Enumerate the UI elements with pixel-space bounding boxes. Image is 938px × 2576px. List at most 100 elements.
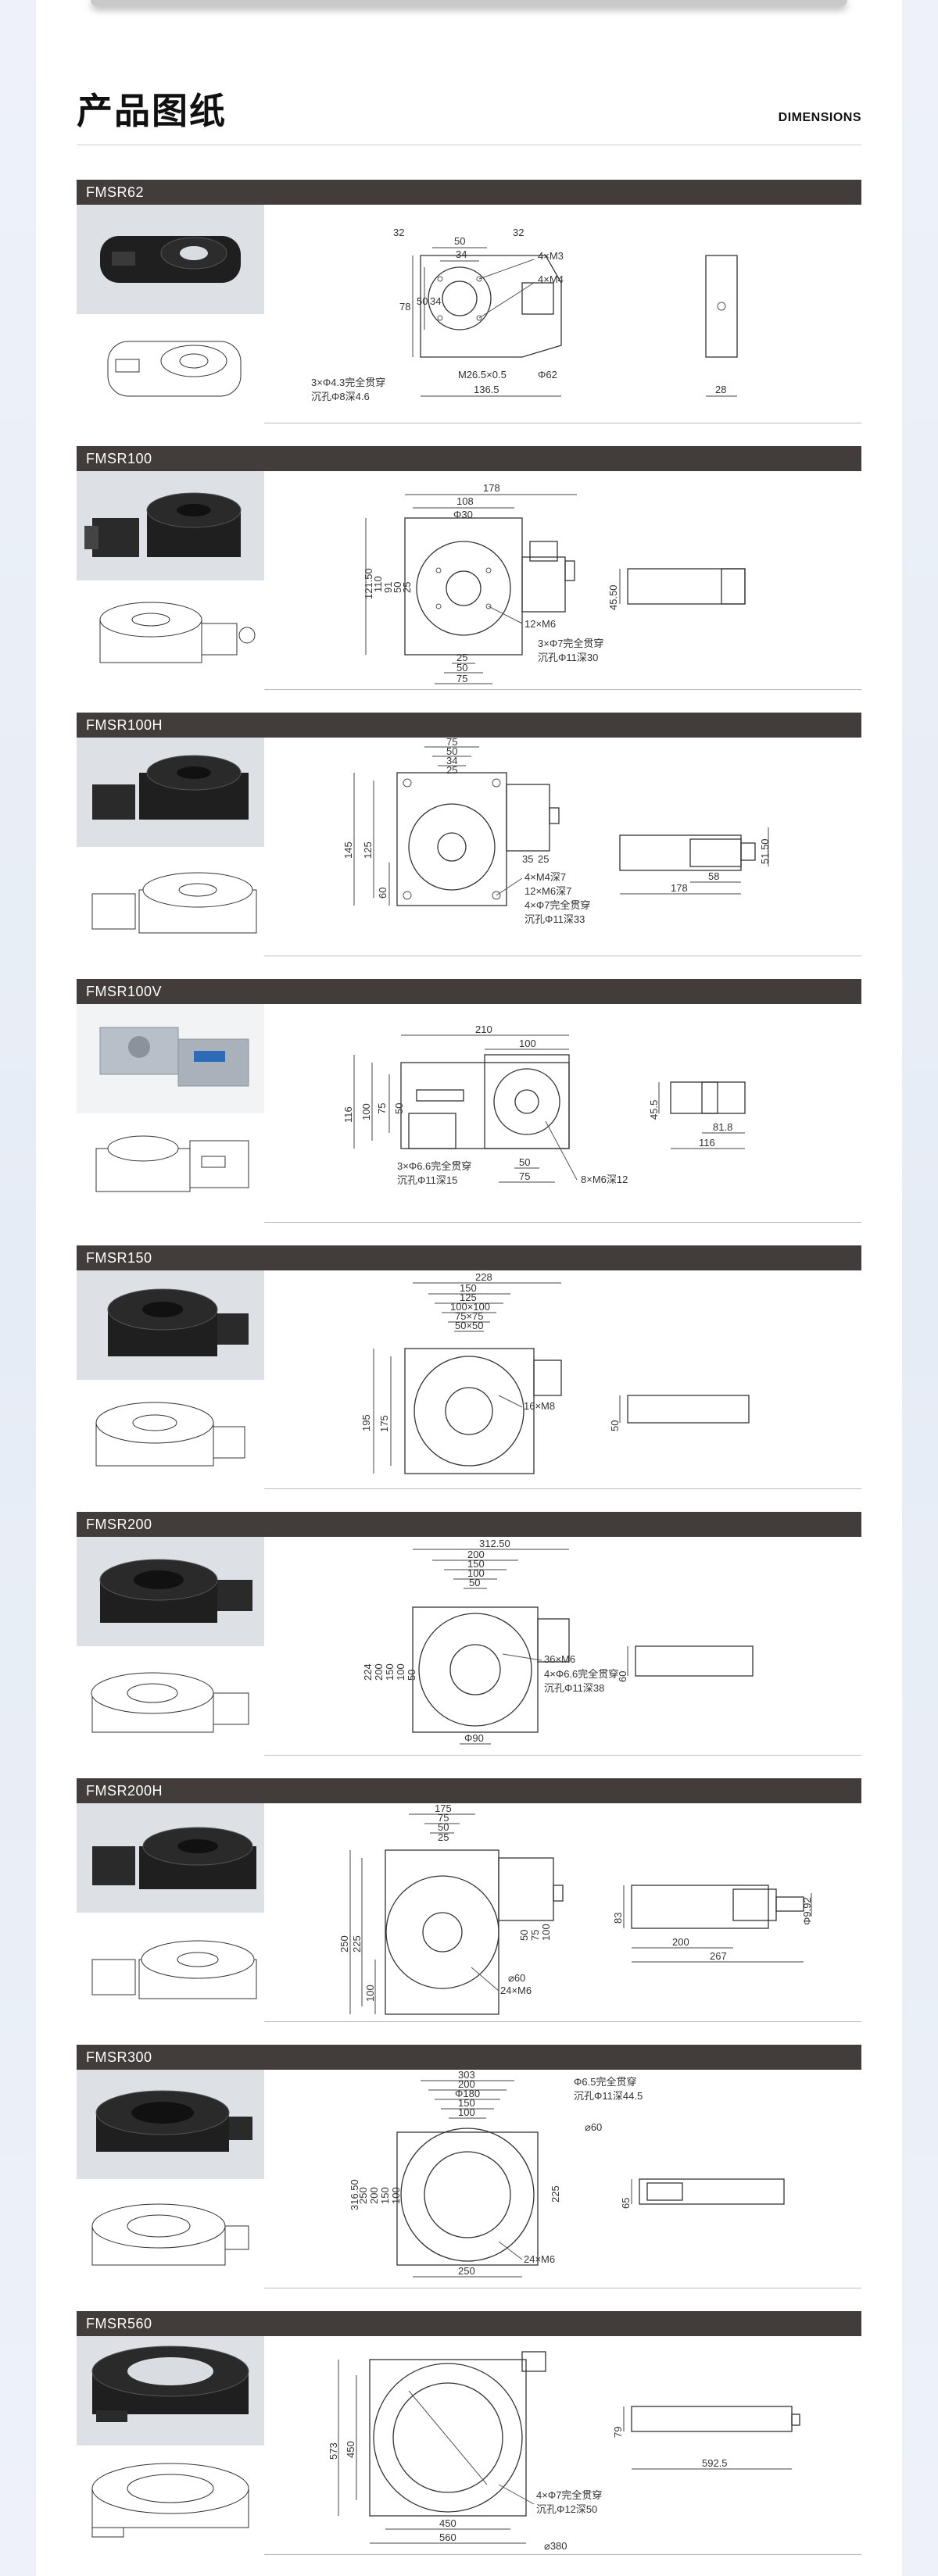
dimension-drawing: 50 34 32 32 78 50 34 4×M3 4×M4 M26.5×0.5… [264,205,861,423]
note-label: 3×Φ7完全贯穿 [538,638,603,649]
dim-label: 50×50 [455,1320,484,1331]
product-section-fmsr200: FMSR200 [77,1512,861,1756]
dim-label: 178 [671,882,688,894]
dim-label: 50 [469,1577,480,1588]
note-label: 沉孔Φ11深44.5 [574,2090,643,2102]
dim-label: 50 [393,1103,405,1114]
dimension-drawing: 228 150 125 100×100 75×75 50×50 195 175 [264,1270,861,1489]
dim-label: 125 [362,841,374,859]
dim-label: 50 [454,235,465,247]
dim-label: 560 [439,2531,456,2543]
dim-label: 25 [446,764,457,776]
dim-label: 34 [446,755,457,766]
dim-label: 312.50 [479,1538,510,1549]
dim-label: 75 [376,1103,388,1114]
dim-label: 225 [351,1935,363,1953]
dim-label: 25 [438,1831,449,1843]
section-title: FMSR100 [77,446,861,471]
dim-label: 303 [458,2070,475,2081]
dim-label: 25 [401,582,413,593]
dim-label: 45.50 [607,584,619,610]
dim-label: ⌀380 [544,2540,567,2552]
product-photo-render [77,1803,264,1913]
dim-label: 150 [467,1558,485,1570]
product-photos [77,738,264,956]
dim-label: 28 [715,384,726,395]
product-photos [77,1004,264,1223]
dim-label: 34 [430,295,441,307]
dim-label: 81.8 [713,1121,732,1133]
product-photos [77,2070,264,2288]
product-section-fmsr200h: FMSR200H [77,1778,861,2022]
dim-label: 58 [708,870,719,882]
dim-label: 150 [384,1663,396,1681]
dim-label: 50 [518,1930,530,1941]
dim-label: 25 [538,853,549,865]
dim-label: 75 [519,1170,530,1182]
dim-label: 125 [460,1292,477,1303]
dim-label: 200 [368,2187,380,2204]
dim-label: 200 [373,1663,385,1681]
dim-label: 178 [483,482,500,494]
dim-label: 108 [456,495,474,507]
section-title: FMSR100H [77,713,861,738]
dim-label: 110 [372,576,384,592]
dim-label: 75×75 [455,1310,484,1322]
dim-label: 32 [393,227,404,238]
dim-label: 83 [612,1913,624,1924]
section-body: 178 108 Φ30 121.50 110 91 50 25 12×M6 25… [77,471,861,690]
page-subtitle: DIMENSIONS [778,111,861,124]
dim-label: 50 [446,745,457,757]
dim-label: 50 [438,1821,449,1833]
dim-label: 4×M4深7 [524,871,566,883]
dim-label: 91 [382,582,394,593]
product-section-fmsr560: FMSR560 [77,2311,861,2555]
product-photo-lineart [77,1380,264,1489]
dim-label: 25 [456,652,467,663]
dimension-drawing: 312.50 200 150 100 50 224 200 150 100 50… [264,1537,861,1756]
dim-label: 100 [390,2187,402,2204]
dim-label: 450 [439,2517,456,2529]
product-photos [77,2336,264,2555]
dim-label: 65 [620,2198,632,2209]
dimension-drawing: 573 450 450 560 4×Φ7完全贯穿 沉孔Φ12深50 ⌀380 7… [264,2336,861,2555]
product-photo-render [77,1004,264,1113]
dim-label: 195 [360,1414,372,1431]
dim-label: 228 [475,1271,492,1283]
dim-label: 450 [345,2441,356,2458]
product-photo-render [77,1270,264,1380]
product-section-fmsr300: FMSR300 [77,2045,861,2288]
note-label: 4×Φ6.6完全贯穿 [544,1668,618,1680]
product-photo-lineart [77,2179,264,2288]
top-decor-shadow [91,0,847,6]
product-photo-lineart [77,1646,264,1756]
dim-label: 32 [513,227,524,238]
product-section-fmsr62: FMSR62 [77,180,861,423]
product-photos [77,1537,264,1756]
section-body: 573 450 450 560 4×Φ7完全贯穿 沉孔Φ12深50 ⌀380 7… [77,2336,861,2555]
dim-label: 50 [392,582,403,593]
note-label: 3×Φ4.3完全贯穿 [311,377,385,388]
dim-label: Φ90 [464,1732,484,1744]
dim-label: 250 [338,1935,350,1953]
page-content: 产品图纸 DIMENSIONS FMSR62 [36,0,902,2576]
product-section-fmsr150: FMSR150 [77,1245,861,1489]
section-body: 303 200 Φ180 150 100 316.50 250 200 150 … [77,2069,861,2288]
dim-label: 175 [435,1803,452,1814]
dim-label: 4×M4 [538,273,564,285]
dim-label: 34 [456,248,467,260]
dim-label: Φ180 [455,2088,480,2099]
page-header: 产品图纸 DIMENSIONS [77,83,861,145]
dim-label: 100 [395,1663,406,1681]
dim-label: M26.5×0.5 [458,369,507,381]
dim-label: 60 [377,888,388,899]
note-label: 4×Φ7完全贯穿 [536,2489,602,2501]
product-photo-render [77,2336,264,2446]
dim-label: 16×M8 [524,1400,555,1412]
note-label: 沉孔Φ11深30 [538,652,598,663]
product-photo-lineart [77,314,264,423]
dim-label: 100 [519,1038,536,1049]
product-photo-render [77,471,264,581]
dim-label: 75 [438,1812,449,1824]
dim-label: 100 [458,2106,475,2118]
